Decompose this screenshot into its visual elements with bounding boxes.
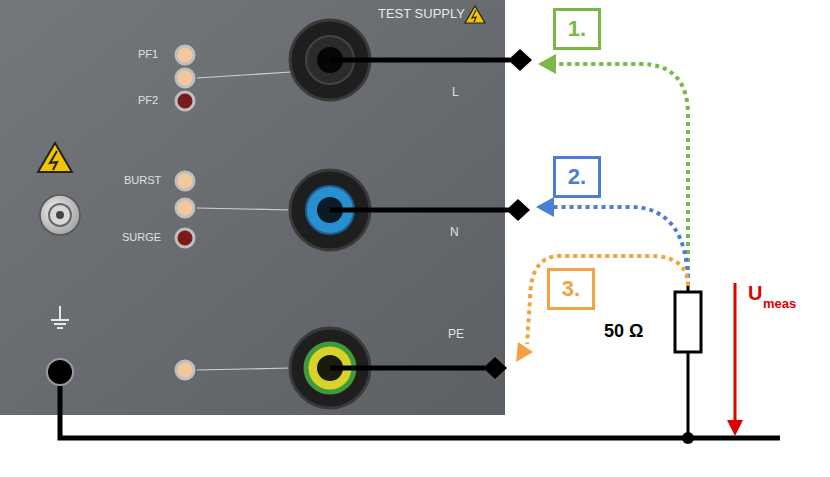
wire — [330, 366, 485, 371]
ground-bar — [51, 319, 69, 321]
led-line — [197, 208, 291, 210]
wire — [330, 208, 508, 213]
socket-label: N — [450, 226, 459, 239]
wire-end-diamond — [508, 49, 532, 71]
pointer-arrow — [556, 64, 688, 286]
led-lit — [176, 172, 194, 190]
voltage-symbol: U — [748, 282, 762, 304]
led-label: BURST — [124, 174, 161, 186]
wire-end-diamond — [506, 199, 530, 221]
warning-icon — [465, 6, 485, 23]
warning-bolt — [472, 10, 476, 22]
coax-body — [40, 195, 80, 235]
pointer-arrow-head — [516, 342, 533, 362]
test-wires — [330, 60, 510, 368]
callout-box: 2. — [553, 156, 601, 198]
led-line — [197, 368, 291, 370]
warning-bolt — [50, 151, 57, 170]
panel-heading: TEST SUPPLY — [378, 7, 465, 21]
socket-label: PE — [448, 328, 464, 341]
led-label: PF2 — [138, 94, 158, 106]
ground-wire — [60, 372, 780, 438]
callout-number: 3. — [562, 277, 580, 301]
led-line — [197, 72, 291, 78]
coax-ring — [49, 204, 71, 226]
led-lit — [176, 199, 194, 217]
warning-triangle — [465, 6, 485, 23]
coax-connector — [40, 195, 80, 235]
led-group — [176, 46, 194, 379]
voltage-arrow — [734, 283, 737, 424]
coax-pin — [56, 211, 64, 219]
wire-end-diamond — [483, 357, 507, 379]
led-label: PF1 — [138, 48, 158, 60]
resistor-lead — [687, 352, 690, 438]
ground-bar — [54, 323, 66, 325]
callout-number: 2. — [568, 165, 586, 189]
pointer-arrow-head — [536, 197, 554, 217]
warning-icon — [38, 143, 72, 172]
ground-terminal — [47, 359, 73, 385]
led-off — [176, 229, 194, 247]
voltage-subscript: meas — [763, 297, 796, 311]
socket-label: L — [452, 86, 459, 99]
wire-ends — [483, 49, 532, 379]
led-lit — [176, 361, 194, 379]
resistor-symbol — [675, 292, 701, 352]
led-lit — [176, 69, 194, 87]
led-lit — [176, 46, 194, 64]
callout-number: 1. — [568, 17, 586, 41]
warning-triangle — [38, 143, 72, 172]
callout-box: 1. — [553, 8, 601, 50]
ground-bar — [57, 327, 63, 329]
led-label: SURGE — [122, 231, 161, 243]
led-off — [176, 92, 194, 110]
pointer-arrow — [527, 256, 688, 344]
wire — [330, 58, 510, 63]
callout-box: 3. — [547, 268, 595, 310]
pointer-arrow-head — [538, 54, 556, 74]
led-leader-lines — [197, 72, 291, 370]
voltage-arrow-head — [727, 420, 743, 436]
ground-symbol — [51, 306, 69, 328]
resistance-value: 50 Ω — [604, 322, 643, 342]
ground-stem — [59, 306, 61, 320]
